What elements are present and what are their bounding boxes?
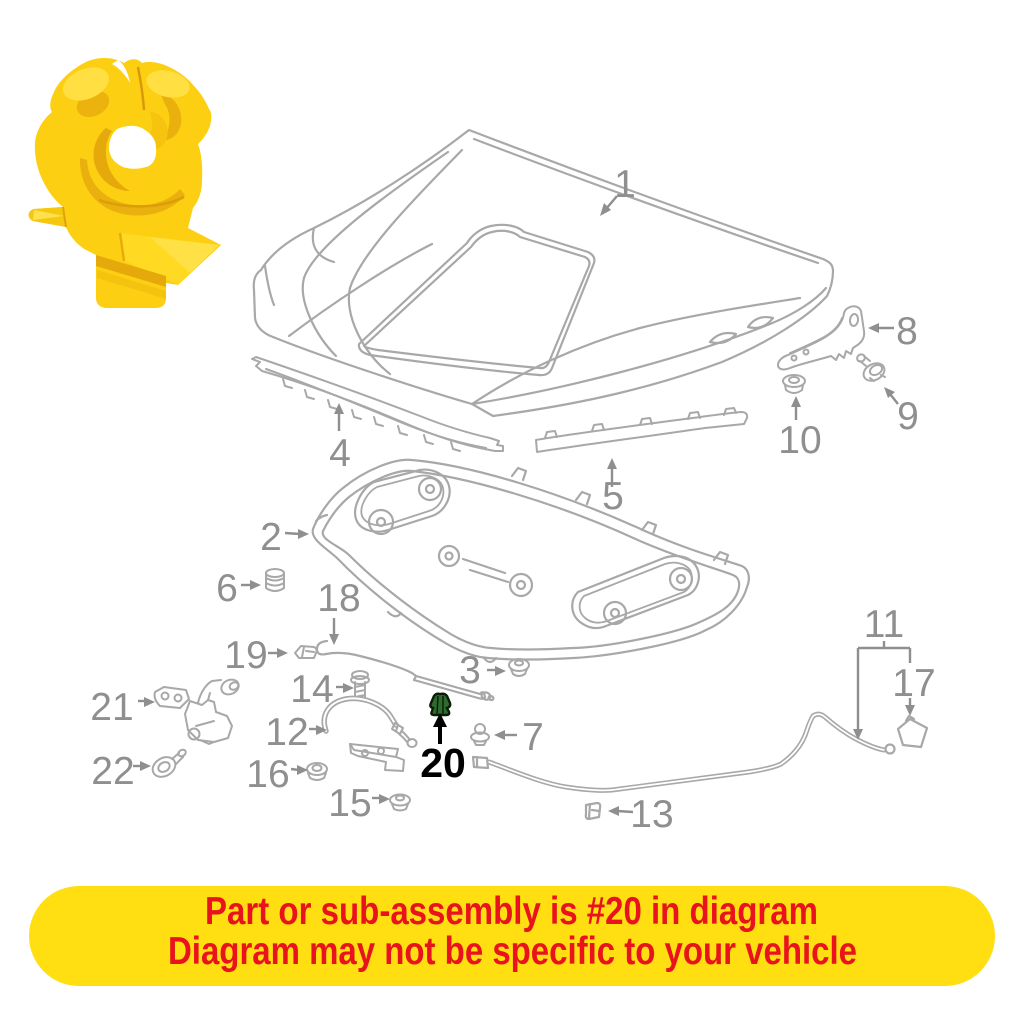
svg-text:9: 9 <box>897 395 919 438</box>
svg-text:12: 12 <box>265 711 308 754</box>
svg-text:16: 16 <box>246 753 289 796</box>
svg-text:14: 14 <box>290 668 333 711</box>
svg-text:20: 20 <box>420 740 466 786</box>
svg-text:22: 22 <box>91 750 134 793</box>
svg-text:8: 8 <box>896 310 918 353</box>
svg-text:21: 21 <box>90 686 133 729</box>
svg-text:Part or sub-assembly is #20 in: Part or sub-assembly is #20 in diagram <box>205 890 818 933</box>
svg-text:4: 4 <box>329 432 351 475</box>
svg-text:17: 17 <box>892 662 935 705</box>
svg-text:11: 11 <box>864 603 905 646</box>
svg-text:7: 7 <box>522 716 544 759</box>
svg-text:10: 10 <box>778 419 821 462</box>
svg-text:5: 5 <box>602 475 624 518</box>
svg-text:13: 13 <box>630 793 673 836</box>
svg-text:15: 15 <box>328 782 371 825</box>
svg-text:18: 18 <box>317 577 360 620</box>
svg-text:19: 19 <box>224 634 267 677</box>
svg-text:6: 6 <box>216 567 238 610</box>
svg-text:1: 1 <box>614 163 636 206</box>
svg-text:Diagram may not be specific to: Diagram may not be specific to your vehi… <box>168 930 857 973</box>
svg-text:2: 2 <box>260 516 282 559</box>
svg-text:3: 3 <box>459 649 481 692</box>
